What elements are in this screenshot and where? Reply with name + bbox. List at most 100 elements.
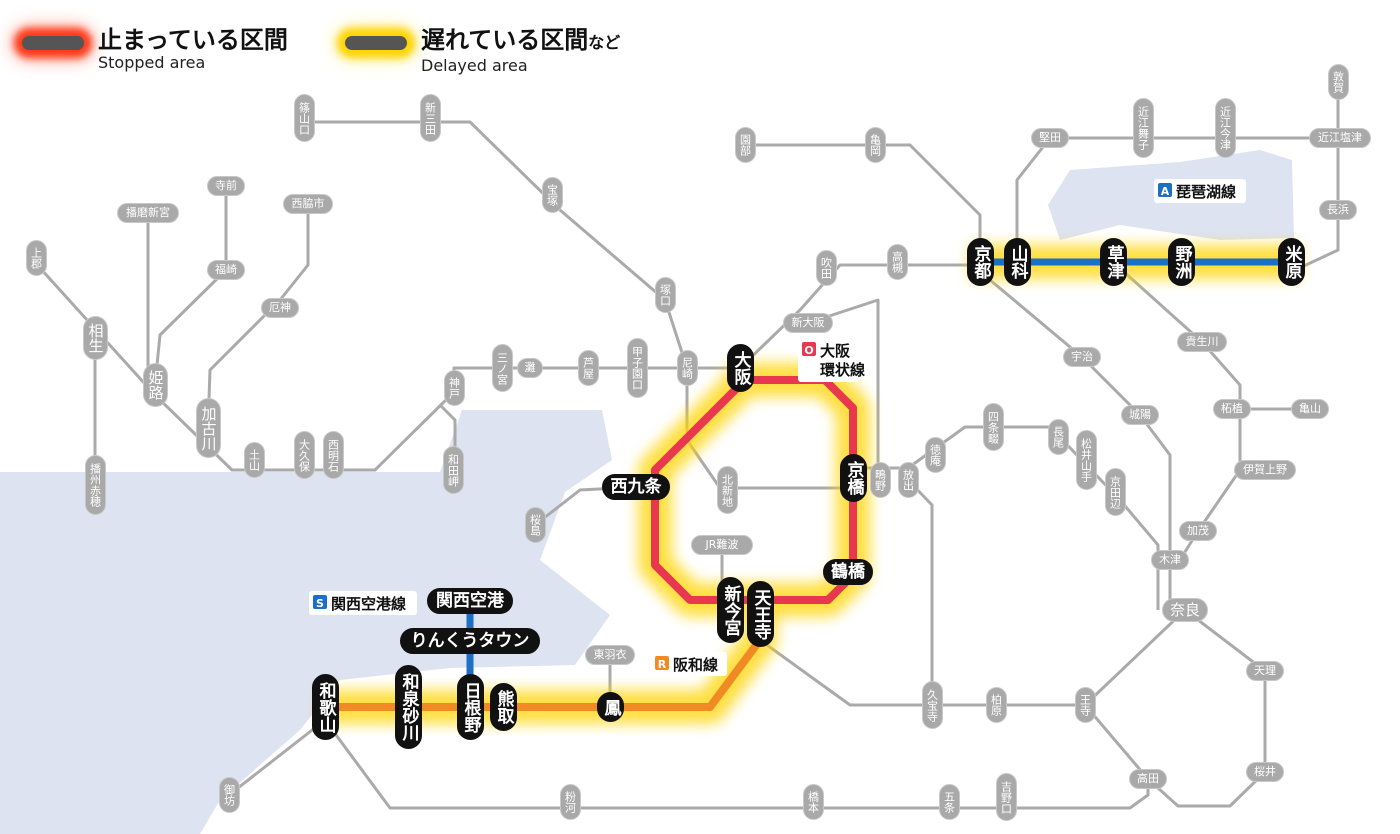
station-name[interactable]: 灘: [517, 358, 543, 378]
station-name[interactable]: 粉河: [559, 784, 581, 820]
station-name[interactable]: 日根野: [456, 674, 484, 740]
station-name[interactable]: 近江舞子: [1132, 98, 1154, 158]
station-name[interactable]: 四条畷: [982, 403, 1004, 451]
station-name[interactable]: 桜井: [1246, 762, 1284, 782]
station-name[interactable]: 草津: [1099, 238, 1127, 286]
station-name[interactable]: 天王寺: [746, 581, 774, 647]
station-name[interactable]: 加茂: [1179, 521, 1217, 541]
line-label-bg: [1154, 179, 1246, 203]
station-name[interactable]: 放出: [897, 462, 919, 498]
station-name[interactable]: 奈良: [1162, 598, 1208, 622]
station-name[interactable]: 和泉砂川: [394, 665, 422, 749]
station-name[interactable]: 神戸: [443, 370, 465, 406]
station-name[interactable]: 城陽: [1121, 405, 1159, 425]
station-name[interactable]: 敦賀: [1327, 64, 1349, 100]
station-name[interactable]: 上郡: [25, 240, 47, 276]
station-name[interactable]: 甲子園口: [626, 338, 648, 398]
station-name[interactable]: 京都: [966, 238, 994, 286]
station-name[interactable]: 五条: [938, 784, 960, 820]
station-name[interactable]: 播州赤穂: [84, 455, 106, 515]
station-name[interactable]: 天理: [1246, 661, 1284, 681]
line-badge-letter: S: [316, 597, 324, 610]
station-name[interactable]: 福崎: [207, 260, 245, 280]
station-name[interactable]: 新三田: [419, 94, 441, 142]
station-name[interactable]: 貴生川: [1177, 332, 1227, 352]
line-badge-icon: [655, 656, 669, 670]
station-name[interactable]: 西九条: [602, 474, 670, 500]
station-name[interactable]: 大久保: [293, 431, 315, 479]
station-name[interactable]: 御坊: [218, 777, 240, 813]
station-name[interactable]: 加古川: [195, 398, 221, 458]
station-name[interactable]: 伊賀上野: [1234, 460, 1296, 480]
station-name[interactable]: 土山: [243, 442, 265, 478]
station-name[interactable]: 堅田: [1031, 128, 1069, 148]
station-name[interactable]: 鶴橋: [823, 559, 873, 585]
line-name: 大阪: [820, 342, 851, 360]
line-label-bg: [309, 591, 417, 615]
station-name[interactable]: 姫路: [142, 363, 168, 407]
station-name[interactable]: 高槻: [886, 244, 908, 280]
station-name[interactable]: 橋本: [802, 784, 824, 820]
station-name[interactable]: 篠山口: [293, 94, 315, 142]
station-name[interactable]: 山科: [1003, 238, 1031, 286]
line-badge-icon: [313, 595, 327, 609]
station-name[interactable]: 米原: [1277, 238, 1305, 286]
station-name[interactable]: 柘植: [1213, 399, 1251, 419]
station-name[interactable]: 長尾: [1047, 419, 1069, 455]
station-name[interactable]: 松井山手: [1075, 430, 1097, 490]
station-name[interactable]: 木津: [1151, 550, 1189, 570]
station-name[interactable]: 徳庵: [924, 437, 946, 473]
station-name[interactable]: 園部: [734, 127, 756, 163]
station-name[interactable]: 吹田: [815, 250, 837, 286]
station-name[interactable]: 桜島: [524, 507, 546, 543]
station-name[interactable]: 和田岬: [442, 446, 464, 494]
station-name[interactable]: 近江塩津: [1309, 128, 1371, 148]
station-name[interactable]: 近江今津: [1214, 98, 1236, 158]
station-name[interactable]: 王寺: [1074, 687, 1096, 723]
station-name[interactable]: 北新地: [716, 466, 738, 514]
station-name[interactable]: 亀山: [1291, 399, 1329, 419]
station-name[interactable]: 芦屋: [577, 350, 599, 386]
station-name[interactable]: 西明石: [322, 431, 344, 479]
station-name[interactable]: 厄神: [261, 298, 299, 318]
legend-delayed: 遅れている区間など Delayed area: [345, 26, 620, 75]
line-badge-letter: O: [804, 344, 813, 357]
station-name[interactable]: 大阪: [726, 344, 754, 392]
line-name: 阪和線: [673, 656, 718, 674]
station-name[interactable]: 久宝寺: [921, 681, 943, 729]
station-name[interactable]: 寺前: [207, 176, 245, 196]
station-name[interactable]: 長浜: [1319, 200, 1357, 220]
station-name[interactable]: 吉野口: [995, 773, 1017, 821]
station-name[interactable]: 塚口: [654, 277, 676, 313]
station-name[interactable]: 宇治: [1063, 347, 1101, 367]
station-name[interactable]: 京橋: [839, 454, 867, 502]
station-name[interactable]: 相生: [82, 316, 108, 360]
station-name[interactable]: 新今宮: [716, 577, 744, 643]
station-name[interactable]: 東羽衣: [585, 645, 635, 665]
station-name[interactable]: 新大阪: [783, 313, 833, 333]
station-name[interactable]: 和歌山: [311, 674, 339, 740]
station-name[interactable]: 鴫野: [869, 462, 891, 498]
station-name[interactable]: 亀岡: [864, 127, 886, 163]
station-name[interactable]: 三ノ宮: [491, 344, 513, 392]
station-name[interactable]: 宝塚: [541, 177, 563, 213]
station-name[interactable]: りんくうタウン: [400, 628, 540, 654]
station-name[interactable]: 熊取: [489, 683, 517, 731]
station-name[interactable]: 鳳: [596, 692, 624, 722]
station-name[interactable]: 尼崎: [676, 350, 698, 386]
station-name[interactable]: 関西空港: [427, 588, 513, 614]
station-name[interactable]: 西脇市: [283, 194, 333, 214]
station-name[interactable]: 野洲: [1167, 238, 1195, 286]
stopped-label-jp: 止まっている区間: [98, 26, 288, 54]
station-name[interactable]: 高田: [1129, 769, 1167, 789]
station-name[interactable]: 京田辺: [1104, 468, 1126, 516]
station-name[interactable]: 播磨新宮: [117, 203, 179, 223]
stopped-label-en: Stopped area: [98, 53, 206, 72]
station-name[interactable]: 柏原: [985, 687, 1007, 723]
station-name[interactable]: JR難波: [691, 535, 753, 555]
